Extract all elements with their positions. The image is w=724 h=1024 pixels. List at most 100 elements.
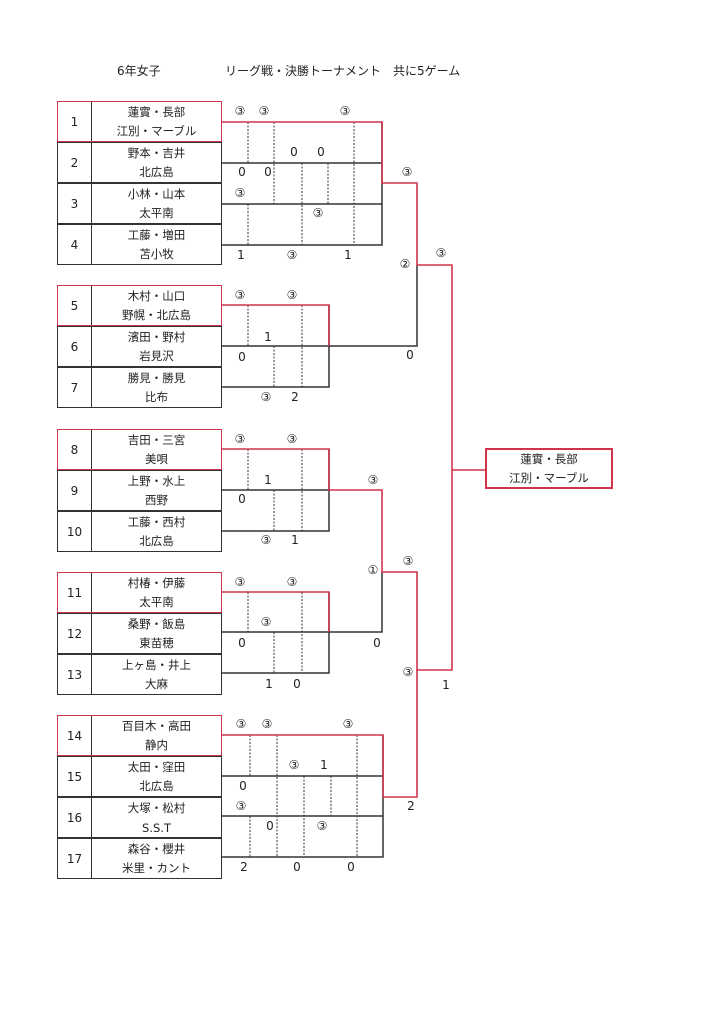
tournament-score: ③ bbox=[435, 246, 447, 260]
category-title: 6年女子 bbox=[117, 64, 161, 78]
seed-number: 5 bbox=[58, 286, 92, 325]
team-row: 16 大塚・松村 S.S.T bbox=[57, 797, 222, 838]
team-players: 小林・山本 bbox=[127, 186, 186, 201]
team-row: 17 森谷・櫻井 米里・カント bbox=[57, 838, 222, 879]
seed-number: 3 bbox=[58, 184, 92, 223]
league-score: ③ bbox=[260, 390, 272, 404]
league-score: ③ bbox=[260, 615, 272, 629]
format-title: リーグ戦・決勝トーナメント 共に5ゲーム bbox=[225, 64, 461, 78]
team-row: 1 蓮實・長部 江別・マーブル bbox=[57, 101, 222, 142]
league-score: 1 bbox=[264, 473, 272, 487]
seed-number: 16 bbox=[58, 798, 92, 837]
seed-number: 8 bbox=[58, 430, 92, 469]
league-score: ③ bbox=[234, 104, 246, 118]
tournament-score: 2 bbox=[407, 799, 415, 813]
team-row: 5 木村・山口 野幌・北広島 bbox=[57, 285, 222, 326]
seed-number: 7 bbox=[58, 368, 92, 407]
team-players: 濱田・野村 bbox=[127, 329, 186, 344]
league-score: ③ bbox=[342, 717, 354, 731]
league-score: 1 bbox=[320, 758, 328, 772]
league-score: 2 bbox=[291, 390, 299, 404]
league-score: ③ bbox=[234, 575, 246, 589]
league-score: 0 bbox=[317, 145, 325, 159]
tournament-score: ③ bbox=[367, 473, 379, 487]
tournament-score: ② bbox=[399, 257, 411, 271]
team-club: 東苗穂 bbox=[139, 636, 174, 651]
league-score: ③ bbox=[234, 186, 246, 200]
team-row: 12 桑野・飯島 東苗穂 bbox=[57, 613, 222, 654]
team-row: 11 村椿・伊藤 太平南 bbox=[57, 572, 222, 613]
league-score: ③ bbox=[312, 206, 324, 220]
team-club: 比布 bbox=[145, 390, 168, 405]
seed-number: 11 bbox=[58, 573, 92, 612]
team-club: S.S.T bbox=[142, 820, 171, 835]
tournament-score: ③ bbox=[401, 165, 413, 179]
team-club: 苫小牧 bbox=[139, 247, 174, 262]
tournament-score: ① bbox=[367, 563, 379, 577]
team-players: 上野・水上 bbox=[127, 473, 186, 488]
team-club: 静内 bbox=[145, 738, 168, 753]
seed-number: 15 bbox=[58, 757, 92, 796]
league-score: 0 bbox=[238, 636, 246, 650]
tournament-score: 0 bbox=[373, 636, 381, 650]
team-club: 岩見沢 bbox=[139, 349, 174, 364]
team-club: 大麻 bbox=[145, 677, 168, 692]
league-score: ③ bbox=[286, 288, 298, 302]
seed-number: 17 bbox=[58, 839, 92, 878]
team-players: 工藤・増田 bbox=[127, 227, 186, 242]
seed-number: 10 bbox=[58, 512, 92, 551]
league-score: ③ bbox=[261, 717, 273, 731]
league-score: 1 bbox=[344, 248, 352, 262]
league-score: ③ bbox=[260, 533, 272, 547]
league-score: 0 bbox=[238, 165, 246, 179]
team-players: 村椿・伊藤 bbox=[127, 575, 186, 590]
team-row: 10 工藤・西村 北広島 bbox=[57, 511, 222, 552]
league-score: 1 bbox=[264, 330, 272, 344]
team-club: 美唄 bbox=[145, 452, 168, 467]
seed-number: 1 bbox=[58, 102, 92, 141]
team-club: 北広島 bbox=[139, 534, 174, 549]
tournament-score: 0 bbox=[406, 348, 414, 362]
league-score: 1 bbox=[237, 248, 245, 262]
league-score: 0 bbox=[264, 165, 272, 179]
team-club: 野幌・北広島 bbox=[122, 308, 191, 323]
league-score: ③ bbox=[286, 575, 298, 589]
seed-number: 4 bbox=[58, 225, 92, 264]
league-score: 1 bbox=[265, 677, 273, 691]
team-players: 上ヶ島・井上 bbox=[122, 657, 191, 672]
league-score: 0 bbox=[238, 350, 246, 364]
team-players: 百目木・高田 bbox=[122, 718, 191, 733]
team-players: 勝見・勝見 bbox=[127, 370, 186, 385]
team-club: 米里・カント bbox=[122, 861, 191, 876]
league-score: 2 bbox=[240, 860, 248, 874]
tournament-score: ③ bbox=[402, 665, 414, 679]
team-players: 木村・山口 bbox=[127, 288, 186, 303]
seed-number: 14 bbox=[58, 716, 92, 755]
league-score: ③ bbox=[235, 799, 247, 813]
team-row: 7 勝見・勝見 比布 bbox=[57, 367, 222, 408]
league-score: ③ bbox=[288, 758, 300, 772]
champion-players: 蓮實・長部 bbox=[520, 452, 578, 467]
league-score: ③ bbox=[258, 104, 270, 118]
tournament-score: 1 bbox=[442, 678, 450, 692]
team-club: 北広島 bbox=[139, 165, 174, 180]
team-row: 2 野本・吉井 北広島 bbox=[57, 142, 222, 183]
league-score: ③ bbox=[339, 104, 351, 118]
league-score: ③ bbox=[235, 717, 247, 731]
league-score: ③ bbox=[234, 432, 246, 446]
team-players: 吉田・三宮 bbox=[127, 432, 186, 447]
league-score: 0 bbox=[347, 860, 355, 874]
seed-number: 6 bbox=[58, 327, 92, 366]
team-club: 北広島 bbox=[139, 779, 174, 794]
league-score: 1 bbox=[291, 533, 299, 547]
league-score: ③ bbox=[234, 288, 246, 302]
team-players: 蓮實・長部 bbox=[127, 104, 186, 119]
league-score: 0 bbox=[239, 779, 247, 793]
team-row: 3 小林・山本 太平南 bbox=[57, 183, 222, 224]
team-row: 8 吉田・三宮 美唄 bbox=[57, 429, 222, 470]
seed-number: 2 bbox=[58, 143, 92, 182]
seed-number: 9 bbox=[58, 471, 92, 510]
team-club: 西野 bbox=[145, 493, 168, 508]
